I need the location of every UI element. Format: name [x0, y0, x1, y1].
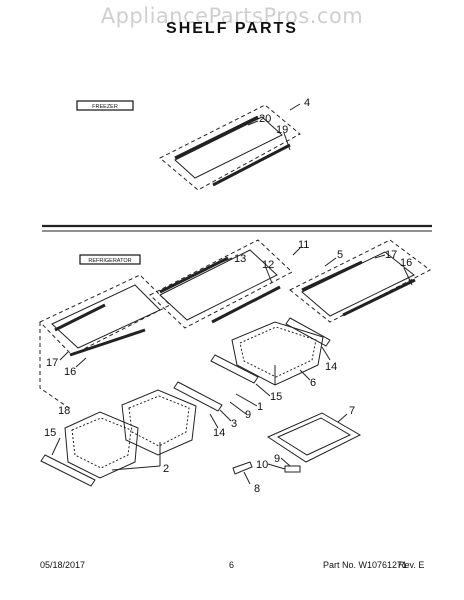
slide-rail-14-upper — [285, 317, 331, 347]
leader-15b — [51, 437, 61, 456]
freezer-shelf-trim-front — [212, 143, 291, 187]
footer-revision: Rev. E — [398, 560, 425, 570]
refrigerator-label-box — [79, 254, 141, 265]
leader-17a — [374, 254, 386, 259]
leader-2a — [111, 465, 161, 471]
right-shelf-trim-rear — [301, 260, 363, 292]
hardware-part-8 — [232, 461, 253, 475]
leader-8 — [243, 471, 251, 485]
crisper-cover-7 — [266, 412, 362, 463]
freezer-label: FREEZER — [92, 104, 118, 110]
leader-4 — [289, 103, 301, 111]
leader-9a — [229, 401, 247, 415]
callout-14a: 14 — [325, 361, 337, 373]
crisper-drawer-6-inner — [239, 326, 317, 378]
callout-1: 1 — [257, 401, 263, 413]
callout-7: 7 — [349, 405, 355, 417]
freezer-shelf-dashed-outline — [159, 104, 301, 191]
middle-shelf-dashed-outline — [149, 239, 293, 329]
callout-3: 3 — [231, 418, 237, 430]
slide-rail-3-14 — [173, 381, 223, 412]
callout-17b: 17 — [46, 357, 58, 369]
leader-19 — [283, 132, 291, 151]
left-crisper-drawer-inner — [71, 417, 132, 469]
leader-14a — [321, 346, 331, 361]
left-shelf-dashed-outline — [39, 274, 171, 356]
left-shelf-trim-front — [69, 328, 146, 357]
leader-15a — [255, 383, 271, 397]
callout-4: 4 — [304, 97, 310, 109]
leader-13 — [221, 257, 233, 263]
left-shelf-dashed-side — [39, 322, 73, 411]
crisper-cover-7-inner — [276, 417, 352, 456]
callout-19: 19 — [276, 124, 288, 136]
callout-6: 6 — [310, 377, 316, 389]
right-crisper-drawer-inner — [128, 395, 190, 447]
freezer-shelf-trim-rear — [174, 115, 259, 160]
leader-5 — [324, 257, 337, 267]
callout-12: 12 — [262, 259, 274, 271]
hardware-part-9 — [284, 465, 301, 473]
leader-10 — [267, 463, 286, 470]
callout-15b: 15 — [44, 427, 56, 439]
watermark: AppliancePartsPros.com — [100, 4, 364, 28]
leader-9b — [280, 457, 291, 467]
callout-8: 8 — [254, 483, 260, 495]
slide-rail-15-lower — [40, 454, 96, 487]
freezer-shelf-glass — [174, 116, 283, 179]
right-shelf-dashed-outline — [289, 239, 431, 323]
middle-shelf-trim-rear — [159, 256, 229, 294]
leader-16a — [403, 267, 413, 286]
callout-2: 2 — [163, 463, 169, 475]
callout-9a: 9 — [245, 409, 251, 421]
leader-1 — [235, 393, 258, 407]
leader-11 — [292, 247, 301, 256]
refrigerator-label: REFRIGERATOR — [88, 258, 131, 264]
callout-16a: 16 — [400, 257, 412, 269]
callout-18: 18 — [58, 405, 70, 417]
slide-rail-15-1 — [210, 354, 259, 384]
footer-part-number: Part No. W10761271 — [323, 560, 408, 570]
middle-shelf-glass — [159, 249, 278, 321]
left-crisper-drawer — [64, 411, 139, 479]
middle-shelf-trim-front — [211, 285, 281, 324]
right-shelf-trim-front — [342, 278, 416, 317]
callout-9b: 9 — [274, 453, 280, 465]
footer-page-number: 6 — [229, 560, 235, 570]
freezer-label-box — [76, 100, 134, 111]
callout-16b: 16 — [64, 366, 76, 378]
callout-5: 5 — [337, 249, 343, 261]
callout-20: 20 — [259, 113, 271, 125]
callout-11: 11 — [298, 239, 309, 251]
callout-15a: 15 — [270, 391, 282, 403]
leader-17b — [59, 351, 69, 361]
left-shelf-glass — [51, 284, 161, 349]
page-title: SHELF PARTS — [166, 20, 298, 37]
leader-3 — [219, 409, 232, 422]
leader-7 — [337, 413, 348, 423]
leader-6 — [299, 369, 311, 381]
right-crisper-drawer — [121, 389, 197, 456]
footer-date: 05/18/2017 — [40, 560, 86, 570]
left-shelf-trim-rear — [54, 303, 106, 332]
callout-17a: 17 — [385, 249, 397, 261]
leader-20 — [247, 120, 259, 126]
callout-10: 10 — [256, 459, 268, 471]
leader-14b — [209, 413, 219, 429]
callout-13: 13 — [234, 253, 246, 265]
leader-16b — [75, 357, 87, 368]
crisper-drawer-6 — [231, 321, 324, 386]
leader-12 — [265, 267, 273, 284]
callout-14b: 14 — [213, 427, 225, 439]
